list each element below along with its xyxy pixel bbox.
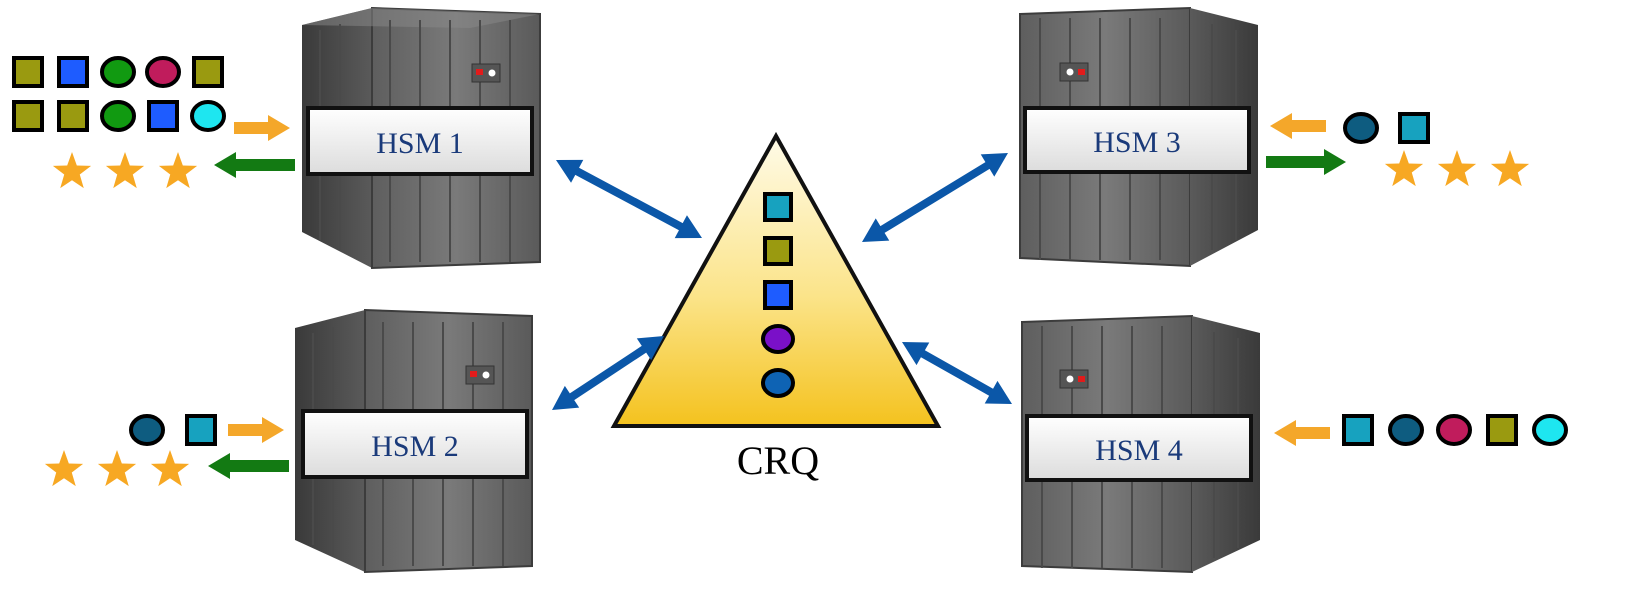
server-hsm3: HSM 3 — [1019, 6, 1258, 268]
hsm1-input-tokens-row2 — [12, 100, 226, 132]
output-star-icon — [158, 152, 198, 189]
output-star-icon — [44, 450, 84, 487]
token-steel-blue-circle — [761, 368, 795, 398]
status-light-panel — [471, 63, 501, 83]
token-olive-square — [1486, 414, 1518, 446]
hsm4-label: HSM 4 — [1095, 434, 1183, 467]
hsm1-input-arrow — [234, 115, 290, 141]
queue-tokens — [761, 192, 795, 398]
token-crimson-circle — [145, 56, 181, 88]
crq-queue: CRQ — [610, 131, 942, 483]
token-olive-square — [12, 56, 44, 88]
hsm2-output-stars — [44, 450, 190, 487]
link-arrow-hsm3-crq — [862, 153, 1008, 242]
status-light-panel — [1059, 369, 1089, 389]
token-blue-square — [763, 280, 793, 310]
hsm4-input-tokens — [1342, 414, 1568, 446]
token-blue-square — [57, 56, 89, 88]
token-teal-square — [1398, 112, 1430, 144]
token-olive-square — [192, 56, 224, 88]
queue-links — [552, 153, 1012, 410]
token-olive-square — [57, 100, 89, 132]
status-light-panel — [1059, 62, 1089, 82]
hsm3-input-tokens — [1343, 112, 1430, 144]
hsm3-input-arrow — [1270, 113, 1326, 139]
link-arrow-hsm1-crq — [556, 159, 702, 239]
server-hsm4: HSM 4 — [1021, 314, 1260, 574]
output-star-icon — [150, 450, 190, 487]
server-hsm1: HSM 1 — [302, 6, 541, 270]
status-light-panel — [465, 365, 495, 385]
hsm3-output-arrow — [1266, 149, 1346, 175]
hsm1-output-arrow — [214, 152, 295, 178]
hsm2-output-arrow — [208, 453, 289, 479]
output-star-icon — [105, 152, 145, 189]
token-purple-circle — [761, 324, 795, 354]
io-arrows — [208, 113, 1346, 479]
hsm2-label: HSM 2 — [371, 430, 459, 463]
output-star-icon — [97, 450, 137, 487]
crq-label: CRQ — [737, 438, 819, 483]
token-olive-square — [12, 100, 44, 132]
token-navy-circle — [1343, 112, 1379, 144]
token-navy-circle — [1388, 414, 1424, 446]
token-teal-square — [763, 192, 793, 222]
token-green-circle — [100, 100, 136, 132]
token-teal-square — [1342, 414, 1374, 446]
hsm2-input-arrow — [228, 417, 284, 443]
token-cyan-circle — [190, 100, 226, 132]
token-crimson-circle — [1436, 414, 1472, 446]
server-hsm2: HSM 2 — [295, 308, 533, 574]
hsm4-input-arrow — [1274, 420, 1330, 446]
token-cyan-circle — [1532, 414, 1568, 446]
token-teal-square — [185, 414, 217, 446]
output-star-icon — [1384, 150, 1424, 187]
hsm1-label: HSM 1 — [376, 127, 464, 160]
link-arrow-hsm2-crq — [552, 336, 664, 410]
hsm3-output-stars — [1384, 150, 1530, 187]
token-olive-square — [763, 236, 793, 266]
token-blue-square — [147, 100, 179, 132]
output-star-icon — [1490, 150, 1530, 187]
link-arrow-hsm4-crq — [902, 342, 1012, 404]
hsm2-input-tokens — [129, 414, 217, 446]
token-green-circle — [100, 56, 136, 88]
token-navy-circle — [129, 414, 165, 446]
hsm1-output-stars — [52, 152, 198, 189]
output-star-icon — [52, 152, 92, 189]
hsm3-label: HSM 3 — [1093, 126, 1181, 159]
hsm1-input-tokens-row1 — [12, 56, 224, 88]
output-star-icon — [1437, 150, 1477, 187]
